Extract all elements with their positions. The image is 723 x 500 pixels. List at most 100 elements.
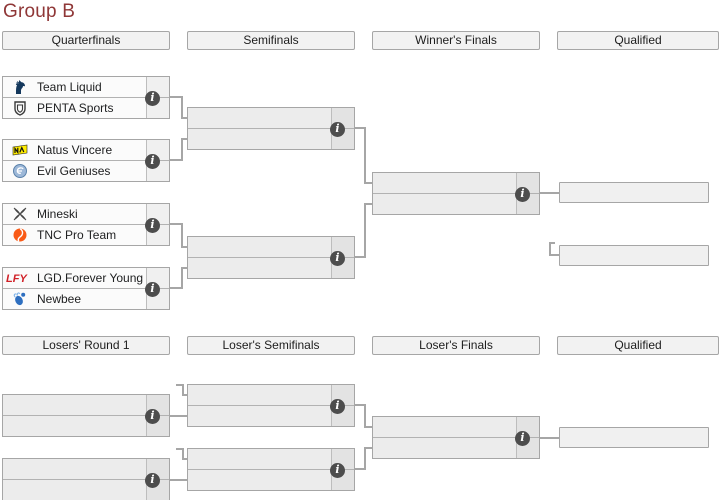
connector-line <box>364 182 372 184</box>
qualified-slot-2 <box>559 245 709 266</box>
connector-line <box>182 448 184 460</box>
team-name[interactable]: Team Liquid <box>37 80 102 94</box>
qualified-slot-1 <box>559 182 709 203</box>
team-row <box>188 237 354 258</box>
match-winners-finals: i <box>372 172 540 215</box>
info-icon[interactable]: i <box>145 218 160 233</box>
header-qualified-upper: Qualified <box>557 31 719 50</box>
connector-line <box>521 437 559 439</box>
team-row <box>188 470 354 490</box>
connector-line <box>181 246 187 248</box>
team-row: Evil Geniuses <box>3 161 169 181</box>
team-row <box>373 417 539 438</box>
connector-line <box>182 394 187 396</box>
info-icon[interactable]: i <box>330 399 345 414</box>
info-icon[interactable]: i <box>515 431 530 446</box>
evil-geniuses-logo[interactable] <box>3 163 37 179</box>
info-icon[interactable]: i <box>145 409 160 424</box>
team-row: LFY LGD.Forever Young <box>3 268 169 289</box>
connector-line <box>181 138 187 140</box>
info-icon[interactable]: i <box>145 154 160 169</box>
team-name[interactable]: TNC Pro Team <box>37 228 117 242</box>
match-losers-finals: i <box>372 416 540 459</box>
connector-line <box>176 384 184 386</box>
info-icon[interactable]: i <box>145 282 160 297</box>
team-row: Newbee <box>3 289 169 309</box>
team-row <box>3 416 169 436</box>
team-name[interactable]: Natus Vincere <box>37 143 113 157</box>
connector-line <box>364 404 366 428</box>
info-icon[interactable]: i <box>145 473 160 488</box>
info-icon[interactable]: i <box>330 251 345 266</box>
header-losers-round-1: Losers' Round 1 <box>2 336 170 355</box>
penta-sports-logo[interactable] <box>3 100 37 116</box>
team-name[interactable]: Newbee <box>37 292 82 306</box>
header-losers-semifinals: Loser's Semifinals <box>187 336 355 355</box>
team-row <box>188 449 354 470</box>
tnc-pro-team-logo[interactable] <box>3 227 37 243</box>
team-row <box>3 459 169 480</box>
team-name[interactable]: Mineski <box>37 207 78 221</box>
header-losers-finals: Loser's Finals <box>372 336 540 355</box>
mineski-logo[interactable] <box>3 206 37 222</box>
connector-line <box>364 447 366 470</box>
lgd-forever-young-logo[interactable]: LFY <box>3 271 37 285</box>
connector-line <box>181 223 183 248</box>
match-quarterfinal-2: Natus Vincere Evil Geniuses i <box>2 139 170 182</box>
match-losers-round1-2: i <box>2 458 170 500</box>
connector-line <box>181 138 183 161</box>
team-row: Team Liquid <box>3 77 169 98</box>
group-title: Group B <box>3 1 76 22</box>
match-losers-semifinal-1: i <box>187 384 355 427</box>
team-row <box>188 108 354 129</box>
header-quarterfinals: Quarterfinals <box>2 31 170 50</box>
connector-line <box>364 426 372 428</box>
connector-line <box>181 267 187 269</box>
info-icon[interactable]: i <box>145 91 160 106</box>
connector-line <box>364 203 366 258</box>
connector-line <box>182 458 187 460</box>
connector-line <box>181 96 183 119</box>
team-row <box>188 406 354 426</box>
match-quarterfinal-3: Mineski TNC Pro Team i <box>2 203 170 246</box>
team-row: Mineski <box>3 204 169 225</box>
match-semifinal-1: i <box>187 107 355 150</box>
info-icon[interactable]: i <box>330 463 345 478</box>
match-quarterfinal-1: Team Liquid PENTA Sports i <box>2 76 170 119</box>
header-semifinals: Semifinals <box>187 31 355 50</box>
connector-line <box>549 254 559 256</box>
connector-line <box>181 117 187 119</box>
team-row <box>373 173 539 194</box>
match-losers-semifinal-2: i <box>187 448 355 491</box>
team-name[interactable]: PENTA Sports <box>37 101 114 115</box>
header-winners-finals: Winner's Finals <box>372 31 540 50</box>
connector-line <box>182 384 184 396</box>
info-icon[interactable]: i <box>330 122 345 137</box>
team-row: Natus Vincere <box>3 140 169 161</box>
natus-vincere-logo[interactable] <box>3 142 37 158</box>
match-quarterfinal-4: LFY LGD.Forever Young Newbee i <box>2 267 170 310</box>
qualified-slot-3 <box>559 427 709 448</box>
connector-line <box>549 242 555 244</box>
team-row <box>3 395 169 416</box>
team-row: TNC Pro Team <box>3 225 169 245</box>
connector-line <box>364 203 372 205</box>
team-name[interactable]: Evil Geniuses <box>37 164 111 178</box>
svg-text:LFY: LFY <box>6 273 28 285</box>
connector-line <box>521 192 559 194</box>
team-liquid-logo[interactable] <box>3 79 37 95</box>
connector-line <box>364 127 366 184</box>
connector-line <box>176 448 184 450</box>
team-row <box>188 129 354 149</box>
team-row <box>188 385 354 406</box>
team-name[interactable]: LGD.Forever Young <box>37 271 144 285</box>
info-icon[interactable]: i <box>515 187 530 202</box>
match-losers-round1-1: i <box>2 394 170 437</box>
match-semifinal-2: i <box>187 236 355 279</box>
connector-line <box>181 267 183 289</box>
newbee-logo[interactable] <box>3 291 37 307</box>
connector-line <box>364 447 372 449</box>
team-row <box>373 438 539 458</box>
team-row <box>3 480 169 500</box>
